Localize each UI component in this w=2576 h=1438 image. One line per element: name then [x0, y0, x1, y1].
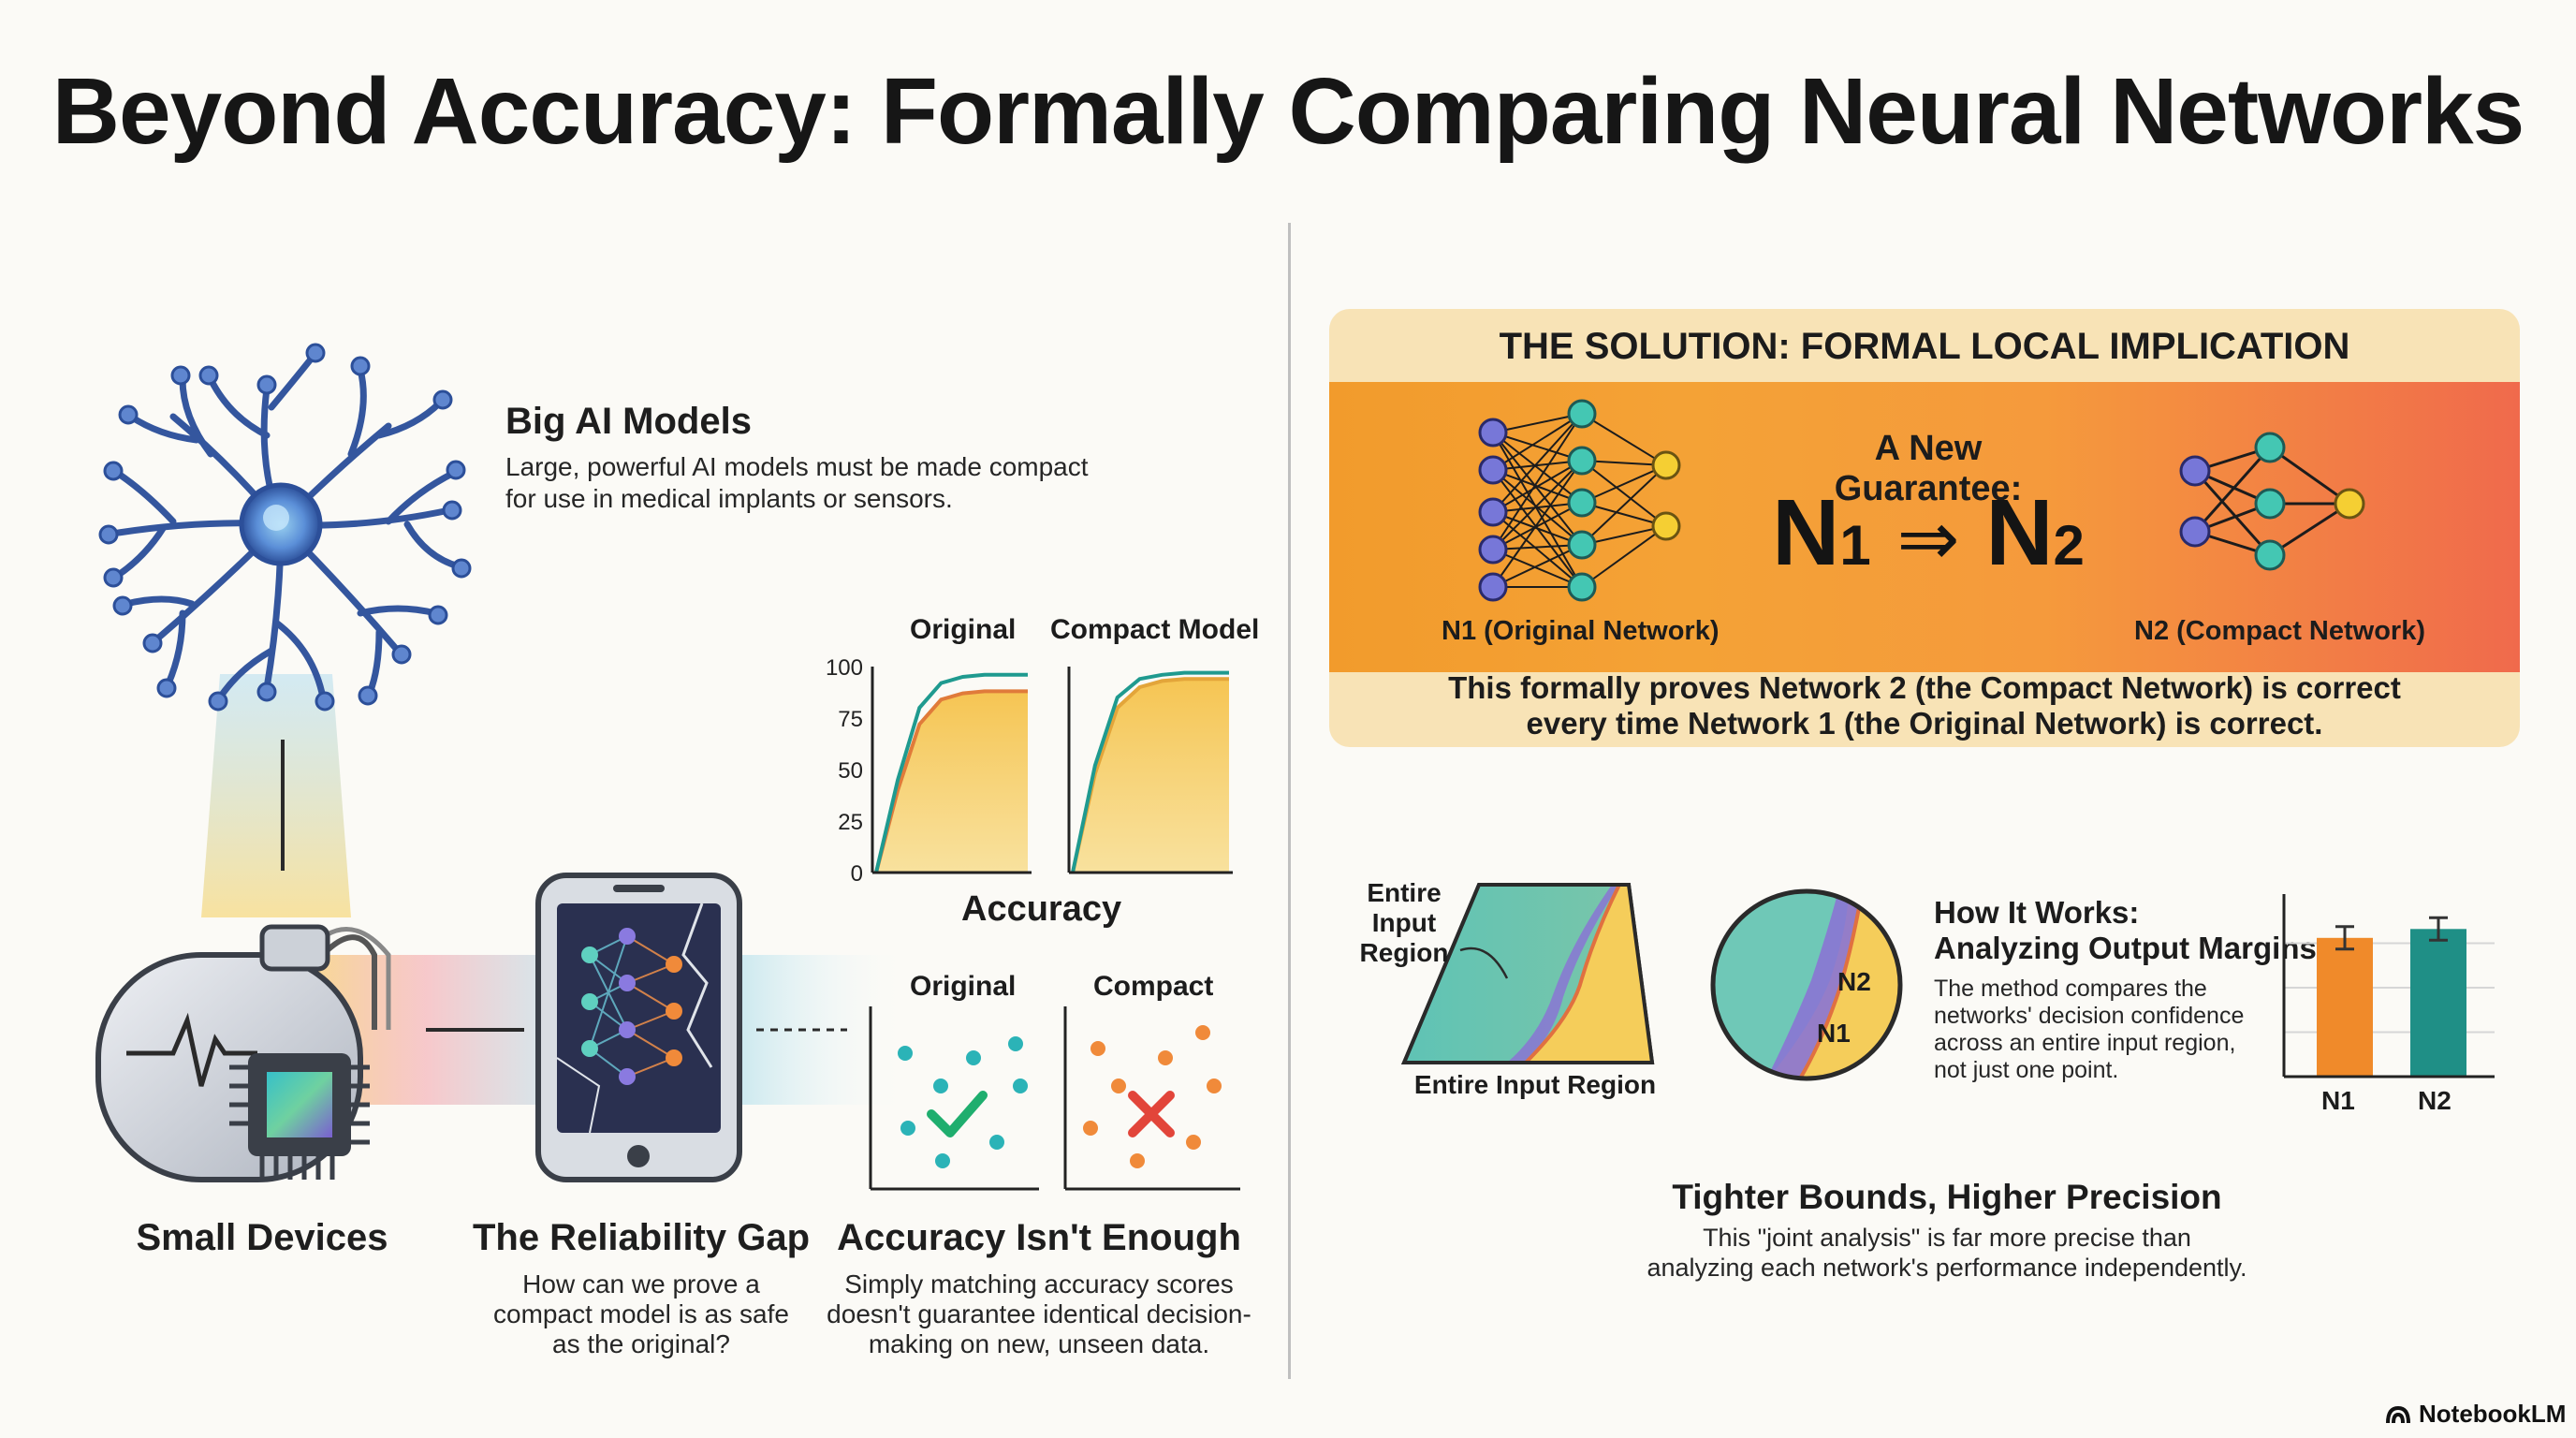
- accuracy-not-enough-heading: Accuracy Isn't Enough: [837, 1217, 1241, 1258]
- vertical-divider: [1288, 223, 1291, 1379]
- how-it-works-subheading: Analyzing Output Margins: [1934, 931, 2317, 965]
- y-tick-label: 75: [838, 707, 863, 732]
- scatter-label-original: Original: [910, 971, 1017, 1002]
- formula-n2: N: [1985, 480, 2054, 585]
- pacemaker-device-icon: [95, 924, 391, 1182]
- how-it-works-line2: networks' decision confidence: [1934, 1003, 2245, 1029]
- solution-panel: THE SOLUTION: FORMAL LOCAL IMPLICATION: [1329, 309, 2520, 747]
- y-tick-label: 0: [851, 861, 863, 887]
- how-it-works-line1: The method compares the: [1934, 976, 2207, 1002]
- original-network-icon: [1478, 399, 1681, 602]
- formula-n2-sub: 2: [2053, 514, 2085, 577]
- input-region-diagram: [1400, 883, 1655, 1064]
- proof-line1: This formally proves Network 2 (the Comp…: [1448, 670, 2401, 705]
- accuracy-not-enough-line1: Simply matching accuracy scores: [844, 1269, 1234, 1299]
- accuracy-line: [874, 689, 1028, 873]
- page-title: Beyond Accuracy: Formally Comparing Neur…: [51, 59, 2525, 164]
- smartphone-network-icon: [535, 873, 742, 1182]
- scatter-label-compact: Compact: [1093, 971, 1214, 1002]
- margin-bar: [2317, 937, 2373, 1077]
- solution-title: THE SOLUTION: FORMAL LOCAL IMPLICATION: [1499, 326, 2350, 367]
- chart-label-compact-model: Compact Model: [1050, 614, 1260, 645]
- y-tick-label: 100: [826, 655, 863, 681]
- magnified-region-icon: [1710, 888, 1903, 1081]
- accuracy-line: [874, 672, 1028, 873]
- region-label-line3: Region: [1359, 938, 1449, 967]
- big-models-text-line2: for use in medical implants or sensors.: [505, 484, 953, 513]
- notebooklm-icon: [2386, 1405, 2410, 1423]
- compact-network-icon: [2179, 432, 2365, 571]
- implies-arrow: ⇒: [1896, 497, 1960, 580]
- neuron-tree-icon: [98, 343, 472, 712]
- tighter-line1: This "joint analysis" is far more precis…: [1703, 1224, 2191, 1252]
- region-label-line1: Entire: [1367, 878, 1442, 907]
- reliability-gap-heading: The Reliability Gap: [472, 1217, 811, 1258]
- accuracy-line: [1071, 677, 1229, 873]
- output-margin-bar-chart: [2282, 894, 2495, 1078]
- accuracy-chart-xlabel: Accuracy: [961, 889, 1122, 929]
- circle-label-n2: N2: [1837, 967, 1871, 996]
- formula-n1: N: [1772, 480, 1840, 585]
- n1-caption: N1 (Original Network): [1442, 616, 1720, 646]
- region-label-line2: Input: [1371, 908, 1437, 937]
- region-bottom-label: Entire Input Region: [1413, 1070, 1657, 1099]
- how-it-works-line3: across an entire input region,: [1934, 1030, 2236, 1056]
- tighter-line2: analyzing each network's performance ind…: [1647, 1254, 2247, 1282]
- y-tick-label: 25: [838, 810, 863, 835]
- margin-bar: [2410, 929, 2466, 1077]
- accuracy-line-charts: 100 75 50 25 0: [826, 655, 1233, 887]
- proof-line2: every time Network 1 (the Original Netwo…: [1526, 706, 2323, 741]
- reliability-gap-line2: compact model is as safe: [493, 1299, 789, 1328]
- circle-label-n1: N1: [1817, 1019, 1851, 1048]
- y-tick-label: 50: [838, 758, 863, 784]
- n2-caption: N2 (Compact Network): [2134, 616, 2425, 646]
- formula-n1-sub: 1: [1839, 514, 1871, 577]
- accuracy-line: [1071, 670, 1229, 873]
- reliability-gap-line3: as the original?: [552, 1329, 730, 1358]
- tighter-bounds-heading: Tighter Bounds, Higher Precision: [1672, 1178, 2222, 1216]
- chart-label-original: Original: [910, 614, 1017, 645]
- how-it-works-heading: How It Works:: [1934, 895, 2140, 930]
- big-models-heading: Big AI Models: [505, 401, 752, 442]
- notebooklm-logo: NotebookLM: [2385, 1400, 2566, 1429]
- decision-scatter-panels: [869, 1006, 1240, 1191]
- implication-formula: N1 ⇒ N2: [1741, 479, 2115, 587]
- solution-band: [1329, 382, 2520, 672]
- big-models-text-line1: Large, powerful AI models must be made c…: [505, 452, 1089, 481]
- small-devices-heading: Small Devices: [136, 1217, 388, 1258]
- how-it-works-line4: not just one point.: [1934, 1057, 2119, 1083]
- logo-text: NotebookLM: [2419, 1400, 2567, 1428]
- guarantee-label: A New Guarantee:: [1834, 429, 2023, 508]
- bar-label-n1: N1: [2321, 1086, 2355, 1115]
- bar-label-n2: N2: [2418, 1086, 2452, 1115]
- accuracy-area: [876, 691, 1028, 873]
- accuracy-not-enough-line2: doesn't guarantee identical decision-: [827, 1299, 1251, 1328]
- accuracy-not-enough-line3: making on new, unseen data.: [868, 1329, 1210, 1358]
- reliability-gap-line1: How can we prove a: [522, 1269, 760, 1299]
